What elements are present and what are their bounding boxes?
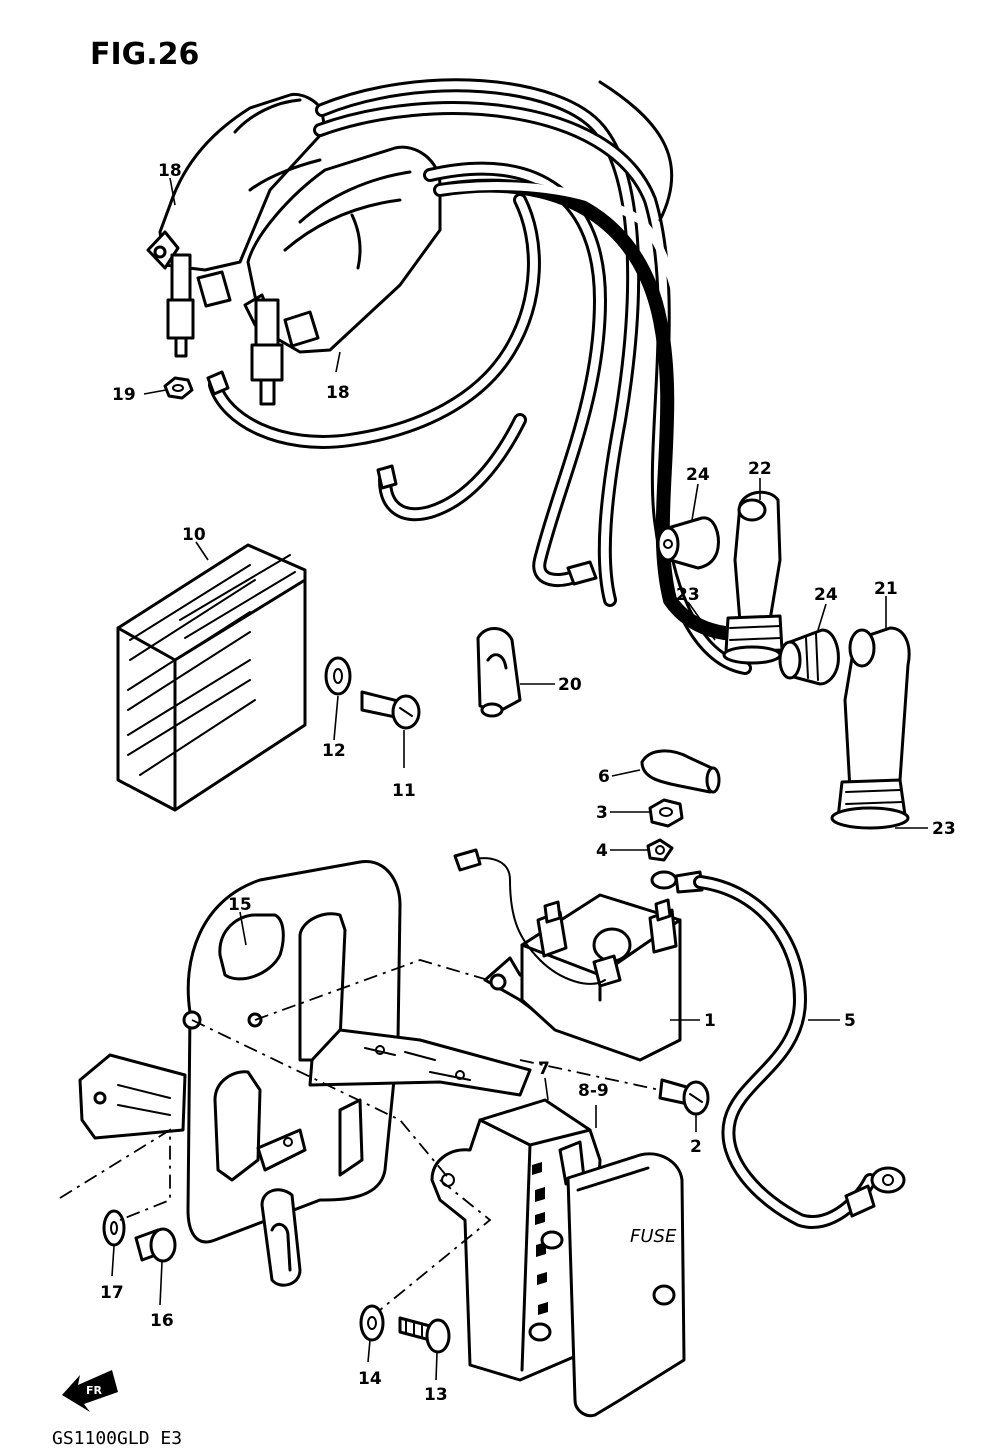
washer-14 xyxy=(324,656,352,696)
callout-4: 4 xyxy=(596,841,608,861)
high-tension-wires xyxy=(206,78,767,675)
regulator-rectifier-12 xyxy=(116,543,307,812)
callout-14: 12 xyxy=(322,741,346,761)
noise-suppressor-21 xyxy=(830,626,911,830)
starter-relay-1 xyxy=(453,848,682,1062)
starter-cable-5 xyxy=(650,870,906,1229)
callout-12: 10 xyxy=(182,525,206,545)
callout-8-9: 8-9 xyxy=(578,1081,609,1101)
callout-22: 22 xyxy=(748,459,772,479)
callout-21: 21 xyxy=(874,579,898,599)
callout-10: 13 xyxy=(424,1385,448,1405)
callout-2: 2 xyxy=(690,1137,702,1157)
fuse-cover-label: FUSE xyxy=(630,1226,677,1247)
callout-5: 5 xyxy=(844,1011,856,1031)
nut-19 xyxy=(163,376,194,400)
mounting-bracket-15 xyxy=(78,860,532,1287)
callout-20: 20 xyxy=(558,675,582,695)
callout-17: 17 xyxy=(100,1283,124,1303)
washer-17 xyxy=(102,1209,126,1247)
callout-3: 3 xyxy=(596,803,608,823)
cap-seal-24-upper xyxy=(656,516,720,570)
nut-3 xyxy=(648,798,684,828)
model-code: GS1100GLD E3 xyxy=(52,1428,182,1449)
callout-18-rear: 18 xyxy=(158,161,182,181)
callout-labels: 18 18 19 24 22 24 21 23 23 20 10 12 11 6… xyxy=(100,161,956,1405)
screw-13 xyxy=(360,690,421,730)
callout-16: 16 xyxy=(150,1311,174,1331)
ignition-coil-front xyxy=(243,145,442,406)
figure-title: FIG.26 xyxy=(90,37,199,72)
callout-15: 15 xyxy=(228,895,252,915)
washer-4 xyxy=(646,838,674,862)
terminal-cap-6 xyxy=(640,749,721,794)
screw-10 xyxy=(398,1316,451,1354)
callout-18-front: 18 xyxy=(326,383,350,403)
callout-24-lower: 24 xyxy=(814,585,838,605)
screw-2 xyxy=(658,1078,710,1116)
callout-19: 19 xyxy=(112,385,136,405)
ignition-coil-rear xyxy=(146,92,327,358)
front-marker: FR xyxy=(86,1384,103,1397)
bolt-16 xyxy=(134,1227,177,1263)
callout-23-lower: 23 xyxy=(932,819,956,839)
callout-13: 11 xyxy=(392,781,416,801)
callout-24-upper: 24 xyxy=(686,465,710,485)
fuse-cover-8-9: FUSE xyxy=(566,1152,686,1418)
cap-seal-23 xyxy=(722,645,782,665)
callout-leaders xyxy=(111,177,928,1381)
fuse-box-7 xyxy=(430,1098,602,1382)
assembly-lines xyxy=(59,959,661,1311)
washer-11 xyxy=(359,1304,385,1342)
front-direction-arrow-icon: FR xyxy=(62,1370,118,1412)
callout-11: 14 xyxy=(358,1369,382,1389)
callout-23-upper: 23 xyxy=(676,585,700,605)
noise-suppressor-22 xyxy=(724,490,784,654)
clamp-20 xyxy=(476,627,522,718)
cap-seal-24-lower xyxy=(778,628,840,686)
callout-6: 6 xyxy=(598,767,610,787)
callout-1: 1 xyxy=(704,1011,716,1031)
callout-7: 7 xyxy=(538,1059,550,1079)
